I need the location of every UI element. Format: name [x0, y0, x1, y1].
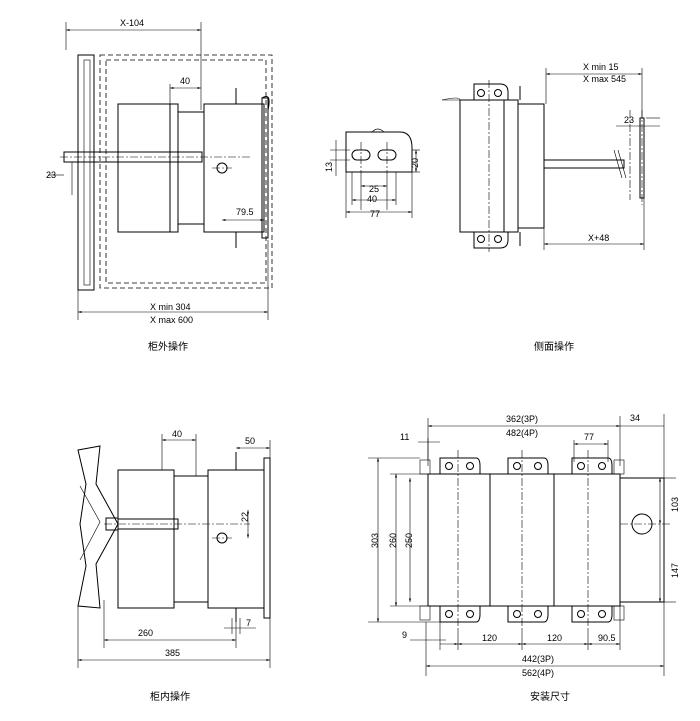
dim-side-x-min-15: X min 15 — [583, 62, 619, 72]
caption-install-dimensions: 安装尺寸 — [530, 690, 570, 703]
dim-120-b: 120 — [547, 633, 562, 643]
view-side-operation: X min 15 X max 545 23 X+48 侧面操作 — [441, 62, 660, 353]
dim-260-install: 260 — [388, 533, 398, 548]
dim-40-bracket: 40 — [367, 194, 377, 204]
dim-50: 50 — [245, 436, 255, 446]
view-inside-operation: 40 50 22 7 260 385 柜内操作 — [77, 429, 271, 703]
caption-inside-operation: 柜内操作 — [150, 690, 190, 703]
dim-22: 22 — [240, 512, 250, 522]
view-bracket-detail: 13 20 25 40 77 — [324, 128, 420, 219]
dim-x-max-600: X max 600 — [150, 315, 193, 325]
dim-9: 9 — [402, 630, 407, 640]
dim-362-3p: 362(3P) — [506, 414, 538, 424]
dim-23-outside: 23 — [46, 170, 56, 180]
dim-11: 11 — [400, 432, 409, 442]
dim-13: 13 — [324, 162, 334, 172]
dim-79-5: 79.5 — [236, 207, 254, 217]
view-outside-operation: X-104 40 23 79.5 — [46, 18, 273, 353]
dim-7: 7 — [246, 618, 251, 628]
dim-20: 20 — [410, 158, 420, 168]
dim-25: 25 — [369, 184, 379, 194]
dim-147: 147 — [670, 563, 680, 578]
dim-482-4p: 482(4P) — [506, 428, 538, 438]
dim-120-a: 120 — [482, 633, 497, 643]
dim-562-4p: 562(4P) — [522, 668, 554, 678]
dim-x-min-304: X min 304 — [150, 302, 191, 312]
dim-385: 385 — [165, 648, 180, 658]
dim-250: 250 — [404, 533, 414, 548]
dim-40: 40 — [180, 76, 190, 86]
dim-103: 103 — [670, 497, 680, 512]
caption-outside-operation: 柜外操作 — [148, 340, 188, 353]
dim-34: 34 — [630, 413, 640, 423]
dim-442-3p: 442(3P) — [522, 654, 554, 664]
dim-303: 303 — [370, 533, 380, 548]
dim-side-x-max-545: X max 545 — [583, 74, 626, 84]
dim-x-plus-48: X+48 — [588, 233, 609, 243]
dim-260: 260 — [138, 628, 153, 638]
dim-77-install: 77 — [584, 432, 594, 442]
view-installation-dimensions: 362(3P) 482(4P) 34 11 77 — [368, 413, 680, 703]
dim-90-5: 90.5 — [598, 633, 616, 643]
dim-40-inside: 40 — [172, 429, 182, 439]
dim-77-bracket: 77 — [370, 209, 380, 219]
caption-side-operation: 侧面操作 — [534, 340, 574, 353]
dim-x-minus-104: X-104 — [120, 18, 144, 28]
dim-23-side: 23 — [624, 115, 634, 125]
